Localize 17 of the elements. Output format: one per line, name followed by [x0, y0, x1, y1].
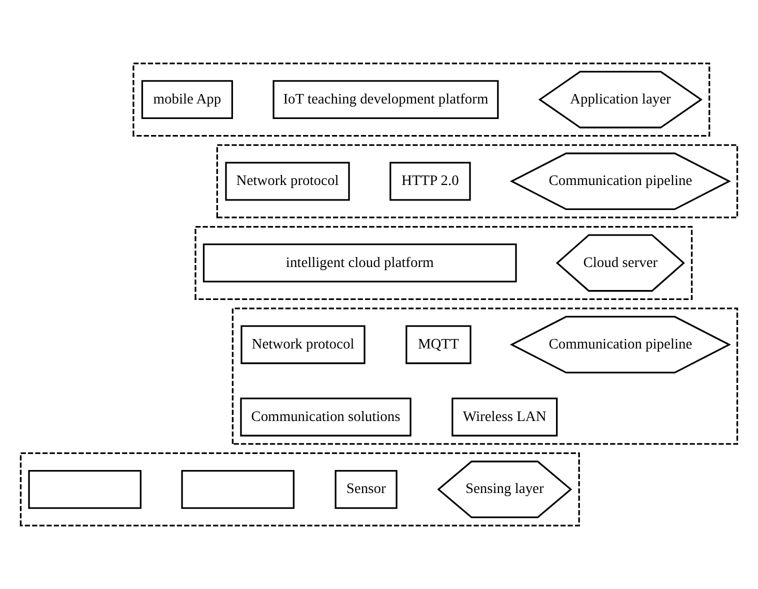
- node-box: MQTT: [406, 325, 472, 364]
- cluster: [216, 144, 738, 218]
- cluster: [194, 226, 693, 300]
- node-box: Network protocol: [225, 162, 350, 201]
- node-box: HTTP 2.0: [390, 162, 471, 201]
- node-box: [181, 470, 295, 509]
- cluster: [232, 308, 738, 445]
- node-box: intelligent cloud platform: [202, 244, 517, 282]
- node-box: Communication solutions: [240, 398, 412, 436]
- node-box: IoT teaching development platform: [272, 80, 499, 120]
- node-box: Wireless LAN: [452, 398, 558, 436]
- cluster: [132, 62, 710, 137]
- node-box: [28, 470, 142, 509]
- node-box: mobile App: [141, 80, 233, 120]
- node-box: Sensor: [334, 470, 398, 509]
- cluster: [20, 452, 580, 526]
- node-box: Network protocol: [240, 325, 366, 364]
